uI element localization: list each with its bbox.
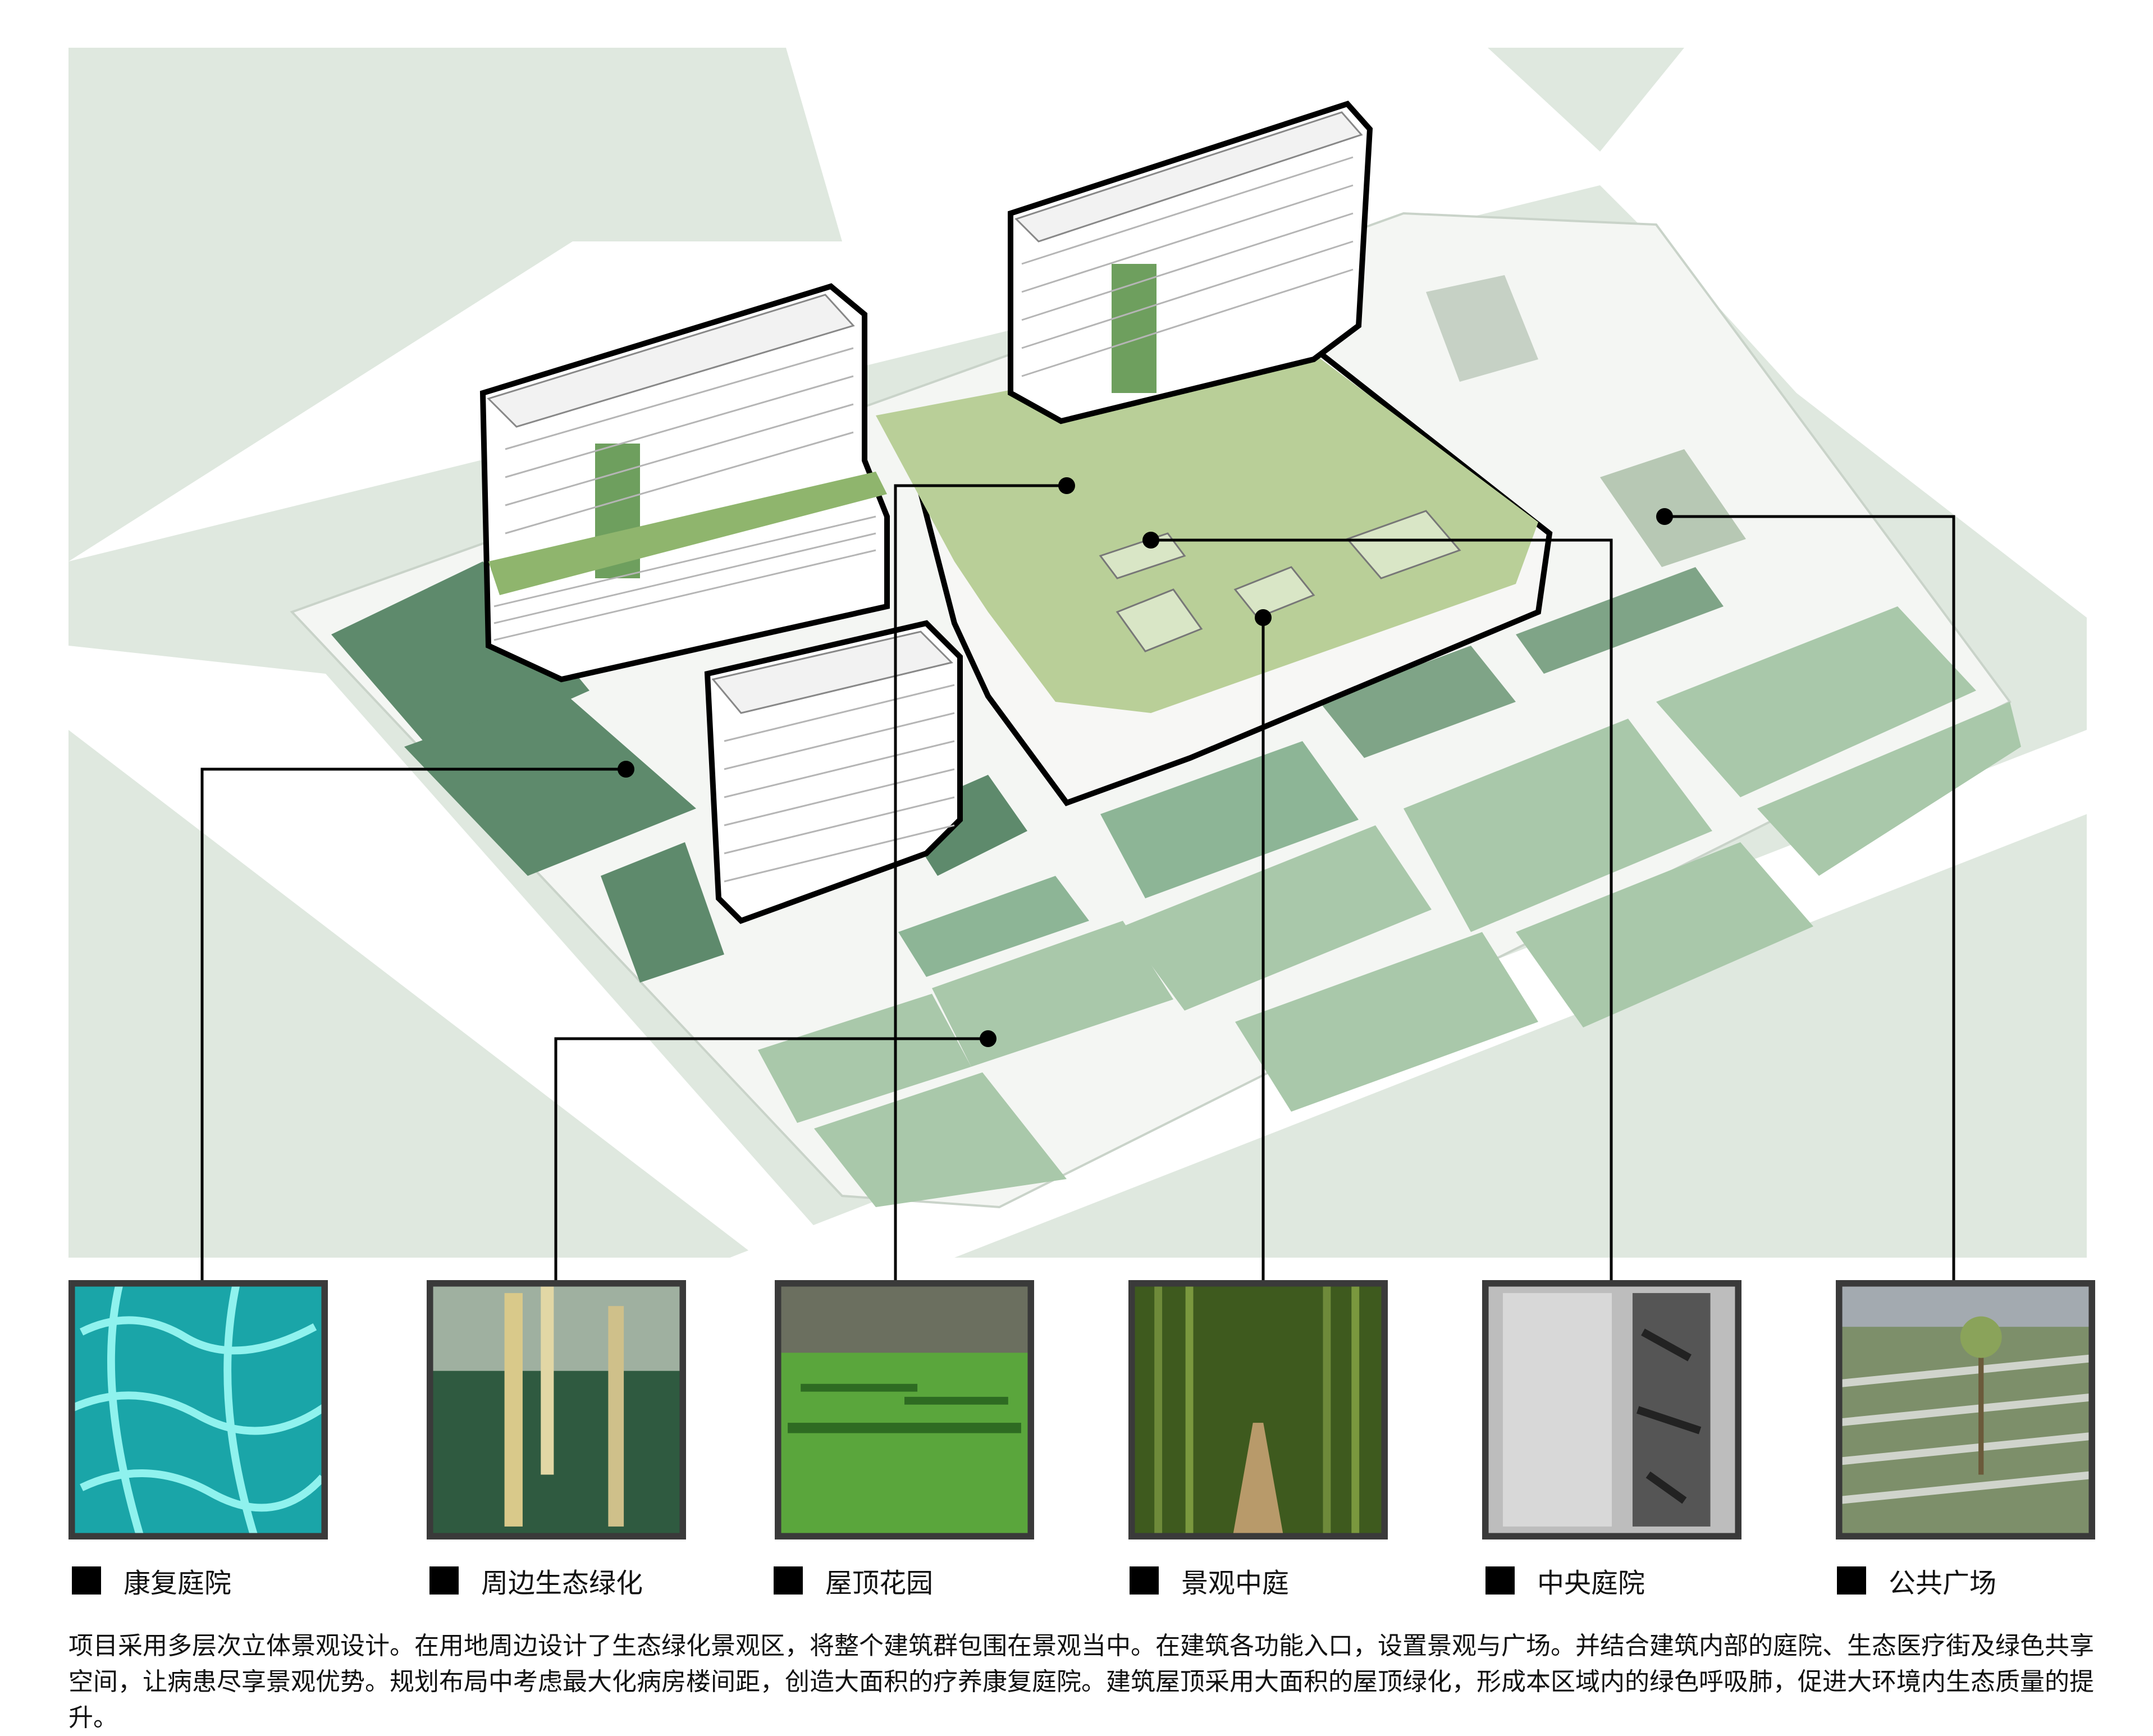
legend-item-atrium: 景观中庭 (1130, 1558, 1289, 1603)
parcel-light-1 (1123, 825, 1432, 1011)
thumb-bamboo-ivy-planting (427, 1280, 686, 1539)
podium-roof-garden (876, 337, 1538, 713)
parcel-mid-3 (1319, 646, 1516, 758)
thumb-plaza-lawn-strips (1836, 1280, 2095, 1539)
parcel-mid-2 (1100, 741, 1359, 898)
leader-roof-garden (894, 484, 1067, 1283)
legend-label: 周边生态绿化 (481, 1568, 643, 1599)
parcel-light-6 (932, 921, 1173, 1067)
legend-item-rehab-courtyard: 康复庭院 (72, 1558, 231, 1603)
thumb-formal-lawn-garden (775, 1280, 1034, 1539)
main-roads (68, 48, 2087, 618)
legend-item-public-plaza: 公共广场 (1837, 1558, 1996, 1603)
legend-square-icon (72, 1566, 101, 1595)
legend-item-central-courtyard: 中央庭院 (1485, 1558, 1645, 1603)
thumb-turquoise-pool-water (68, 1280, 328, 1539)
parcel-dark-south (601, 842, 724, 983)
parcel-light-3 (1656, 606, 1976, 797)
parcel-dark-southwest (404, 691, 696, 876)
legend-label: 康复庭院 (124, 1568, 232, 1599)
parcel-light-2 (1404, 719, 1712, 932)
courtyard-void-2 (1233, 566, 1315, 619)
legend-square-icon (429, 1566, 459, 1595)
north-tower (1008, 100, 1373, 424)
parcel-light-5 (1516, 842, 1813, 1027)
legend-square-icon (1130, 1566, 1159, 1595)
parcel-light-7 (758, 994, 971, 1123)
legend-item-roof-garden: 屋顶花园 (774, 1558, 933, 1603)
legend-label: 屋顶花园 (825, 1568, 934, 1599)
parcel-light-4 (1235, 932, 1538, 1112)
thumb-bamboo-forest-path (1128, 1280, 1388, 1539)
leader-lines (200, 484, 1955, 1283)
legend-label: 景观中庭 (1181, 1568, 1290, 1599)
legend-square-icon (774, 1566, 803, 1595)
thumb-monochrome-bark-shadow (1482, 1280, 1741, 1539)
legend-label: 公共广场 (1889, 1568, 1997, 1599)
parcel-plaza-north (1426, 275, 1538, 382)
leader-rehab-courtyard (200, 768, 626, 1283)
leader-eco-greening (554, 1037, 988, 1283)
west-tower (479, 283, 890, 683)
legend-label: 中央庭院 (1537, 1568, 1645, 1599)
parcel-light-8 (814, 1072, 1067, 1207)
courtyard-void-3 (1346, 510, 1461, 579)
legend-square-icon (1837, 1566, 1866, 1595)
leader-central-courtyard (1151, 538, 1613, 1283)
parcel-mid-4 (1516, 567, 1724, 674)
courtyard-void-1 (1116, 588, 1203, 652)
left-road (68, 646, 842, 1258)
parcel-plaza-east (1600, 449, 1746, 567)
description-paragraph: 项目采用多层次立体景观设计。在用地周边设计了生态绿化景观区，将整个建筑群包围在景… (68, 1632, 2094, 1732)
leader-dots (618, 477, 1673, 1047)
parcel-mid-1 (898, 876, 1089, 977)
legend-square-icon (1485, 1566, 1515, 1595)
legend-item-eco-greening: 周边生态绿化 (429, 1558, 643, 1603)
leader-public-plaza (1665, 515, 1955, 1283)
